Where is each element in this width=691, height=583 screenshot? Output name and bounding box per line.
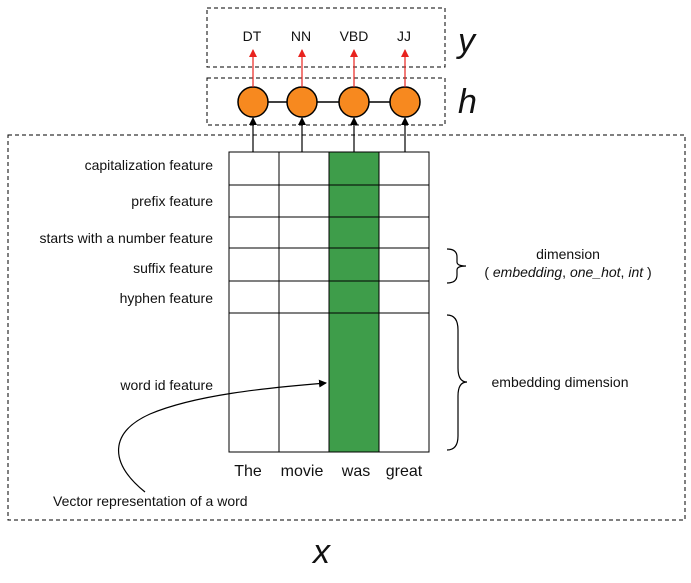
word-movie: movie	[281, 463, 324, 480]
hidden-node	[286, 86, 318, 118]
word-the: The	[234, 463, 262, 480]
dimension-types: ( embedding, one_hot, int )	[484, 264, 651, 280]
input-box	[7, 134, 686, 521]
feature-label-suffix: suffix feature	[133, 260, 213, 276]
feature-label-hyphen: hyphen feature	[120, 290, 214, 306]
y-variable: y	[456, 22, 477, 60]
output-label-vbd: VBD	[340, 28, 369, 44]
output-label-dt: DT	[243, 28, 262, 44]
feature-label-capitalization: capitalization feature	[85, 157, 214, 173]
hidden-node	[237, 86, 269, 118]
feature-label-prefix: prefix feature	[131, 193, 213, 209]
dimension-title: dimension	[536, 246, 600, 262]
word-great: great	[386, 463, 423, 480]
hidden-node	[389, 86, 421, 118]
highlighted-word-column	[329, 152, 379, 452]
dimension-brace	[446, 248, 467, 284]
x-variable: x	[311, 533, 331, 571]
embedding-brace	[446, 314, 468, 451]
word-was: was	[341, 463, 370, 480]
output-label-nn: NN	[291, 28, 311, 44]
embedding-dimension-label: embedding dimension	[492, 374, 629, 390]
feature-label-word-id: word id feature	[119, 377, 213, 393]
output-label-jj: JJ	[397, 28, 411, 44]
output-box	[206, 7, 446, 68]
hidden-node	[338, 86, 370, 118]
feature-grid	[228, 151, 430, 453]
annotation-arrow	[118, 379, 327, 493]
annotation-text: Vector representation of a word	[53, 493, 248, 509]
h-variable: h	[458, 83, 477, 121]
hidden-box	[206, 77, 446, 126]
feature-label-starts-with-number: starts with a number feature	[39, 230, 213, 246]
